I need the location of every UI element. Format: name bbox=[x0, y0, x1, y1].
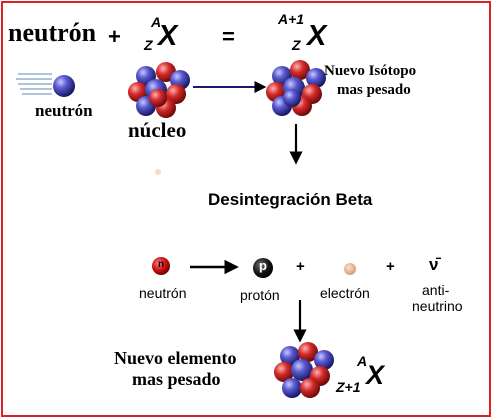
new-isotope-label-line1: Nuevo Isótopo bbox=[324, 63, 417, 79]
decay-plus-1: + bbox=[296, 258, 305, 275]
decay-plus-2: + bbox=[386, 258, 395, 275]
equation-mass-number-1: A bbox=[151, 14, 162, 30]
result-mass-number: A bbox=[357, 353, 368, 369]
neutron-label: neutrón bbox=[35, 101, 93, 120]
equation-element-symbol-2: X bbox=[307, 20, 327, 52]
new-element-label-line1: Nuevo elemento bbox=[114, 348, 237, 368]
equation-neutron-word: neutrón bbox=[8, 18, 97, 47]
neutron-speed-lines bbox=[16, 73, 52, 95]
decay-neutron-ball bbox=[152, 257, 170, 275]
nucleus-1 bbox=[128, 62, 190, 118]
decay-proton-letter: p bbox=[259, 258, 267, 273]
antineutrino-label-line2: neutrino bbox=[412, 298, 463, 314]
decay-neutron-letter: n bbox=[158, 259, 165, 270]
faint-dot bbox=[155, 169, 161, 175]
decay-electron-label: electrón bbox=[320, 285, 370, 301]
nucleus-2 bbox=[266, 60, 326, 116]
equation-element-symbol-1: X bbox=[158, 20, 178, 52]
decay-electron-ball bbox=[344, 263, 356, 275]
result-element-symbol: X bbox=[366, 360, 385, 390]
equation-mass-number-2: A+1 bbox=[278, 11, 305, 27]
result-atomic-number: Z+1 bbox=[336, 379, 361, 395]
nucleus-label: núcleo bbox=[128, 118, 187, 142]
new-element-label-line2: mas pesado bbox=[132, 369, 221, 389]
incoming-neutron-ball bbox=[53, 75, 75, 97]
equation-atomic-number-2: Z bbox=[292, 37, 301, 53]
equation-plus: + bbox=[108, 24, 121, 49]
antineutrino-label-line1: anti- bbox=[422, 282, 450, 298]
equation-atomic-number-1: Z bbox=[144, 37, 153, 53]
decay-neutron-label: neutrón bbox=[139, 285, 187, 301]
decay-proton-label: protón bbox=[240, 287, 280, 303]
nucleus-3 bbox=[274, 342, 334, 398]
antineutrino-symbol: ν̄ bbox=[429, 255, 439, 274]
equation-equals: = bbox=[222, 24, 235, 49]
decay-proton-ball bbox=[253, 258, 273, 278]
new-isotope-label-line2: mas pesado bbox=[337, 82, 411, 98]
beta-decay-title: Desintegración Beta bbox=[208, 190, 373, 209]
